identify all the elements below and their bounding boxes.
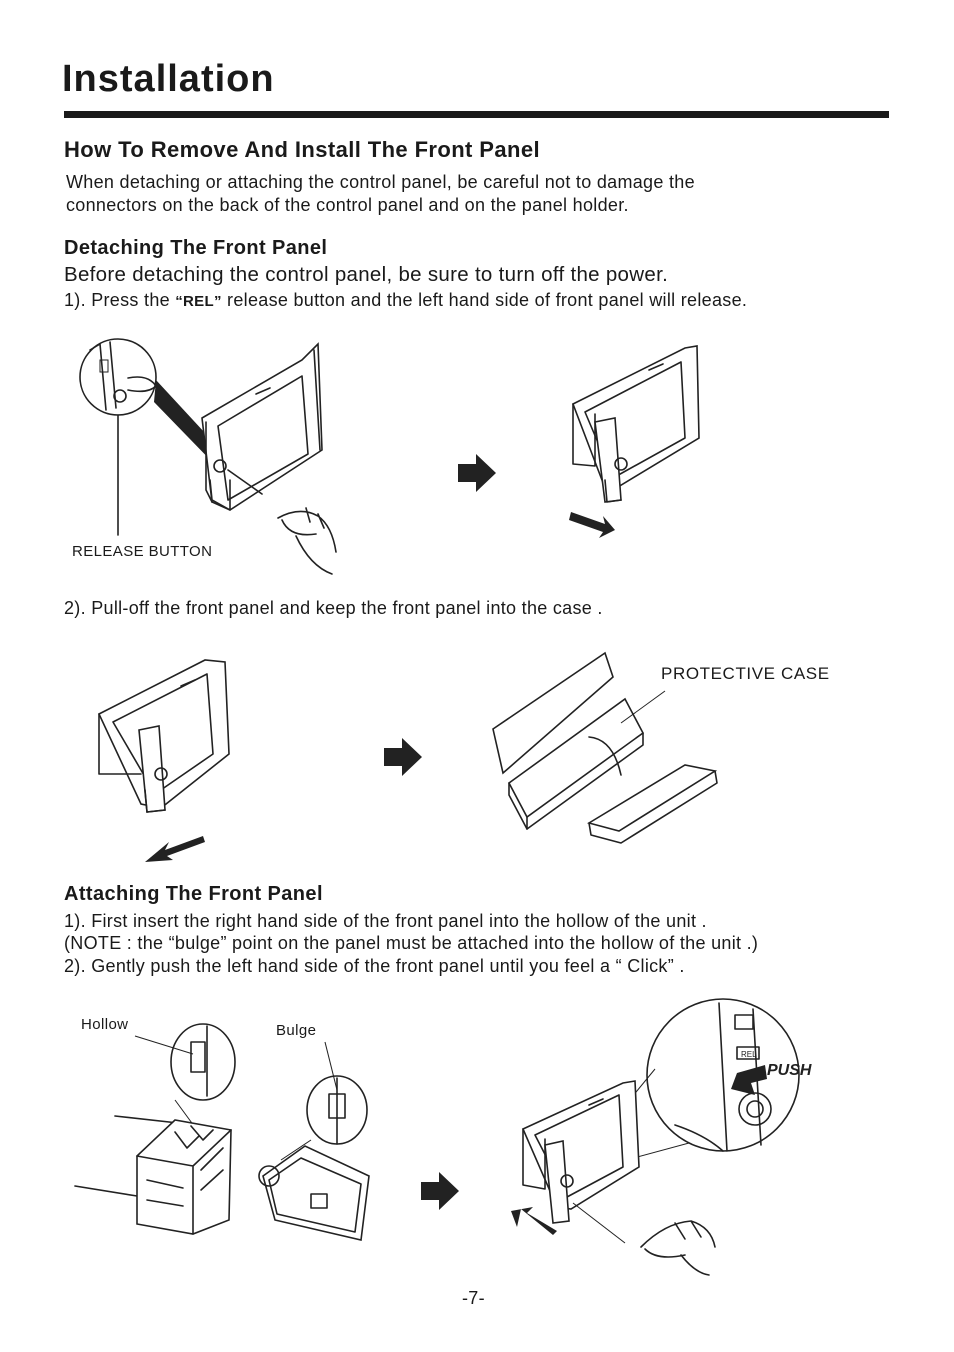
detaching-step-1: 1). Press the “REL” release button and t… [64,289,747,313]
attaching-heading: Attaching The Front Panel [64,883,323,905]
page-number: -7- [462,1288,485,1308]
detaching-step-2: 2). Pull-off the front panel and keep th… [64,598,603,618]
rel-key-text: REL [741,1050,757,1059]
rel-key-text: “REL” [175,293,222,310]
attaching-step-2: 2). Gently push the left hand side of th… [64,956,685,976]
push-label: PUSH [767,1062,812,1079]
bulge-label: Bulge [276,1022,317,1039]
section-heading: How To Remove And Install The Front Pane… [64,137,540,162]
page-title: Installation [62,58,275,100]
release-button-label: RELEASE BUTTON [72,543,213,560]
panel-released-illustration [569,345,700,538]
release-button-illustration [79,338,337,575]
step-1-suffix: release button and the left hand side of… [221,290,748,310]
push-panel-illustration: REL PUSH [511,998,812,1276]
attaching-note: (NOTE : the “bulge” point on the panel m… [64,933,759,953]
arrow-right-icon [384,738,422,776]
detaching-heading: Detaching The Front Panel [64,237,328,259]
hollow-bulge-illustration [74,1023,370,1241]
intro-line-2: connectors on the back of the control pa… [66,195,629,215]
protective-case-illustration [492,651,718,844]
hollow-label: Hollow [81,1016,129,1033]
pull-off-panel-illustration [97,659,230,862]
attaching-step-1: 1). First insert the right hand side of … [64,911,707,931]
protective-case-label: PROTECTIVE CASE [661,664,830,683]
detaching-lead: Before detaching the control panel, be s… [64,263,669,286]
step-1-prefix: 1). Press the [64,290,176,310]
arrow-right-icon [458,454,496,492]
arrow-right-icon [421,1172,459,1210]
intro-line-1: When detaching or attaching the control … [66,172,695,192]
title-divider [64,111,889,118]
